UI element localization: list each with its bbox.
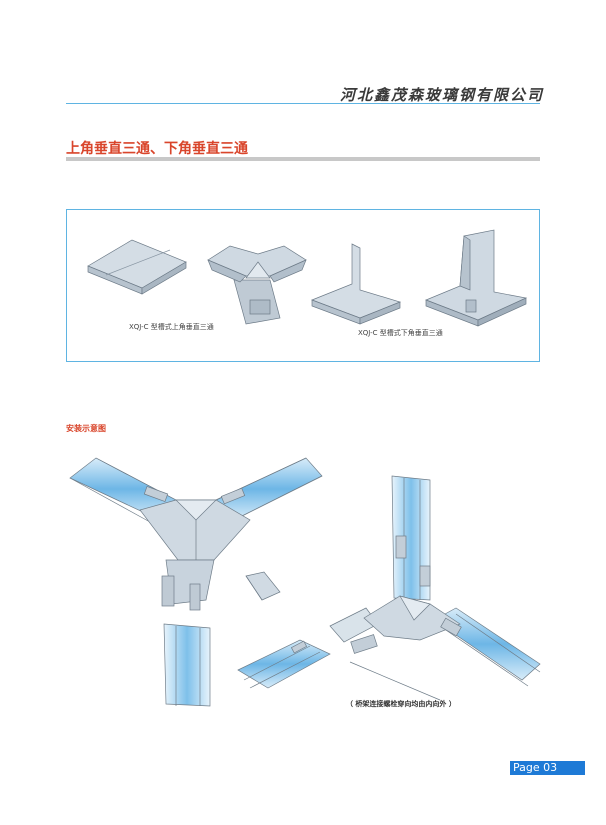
lower-tee-flat-illustration (311, 243, 402, 325)
header-divider (66, 103, 540, 104)
straight-tray-diagram (237, 639, 331, 689)
page-number-badge: Page 03 (510, 761, 585, 775)
installation-title: 安装示意图 (66, 424, 106, 433)
caption-upper-tee: XQJ-C 型槽式上角垂直三通 (129, 323, 214, 331)
left-assembly-diagram (69, 457, 323, 707)
section-title: 上角垂直三通、下角垂直三通 (66, 141, 248, 157)
company-name: 河北鑫茂森玻璃钢有限公司 (339, 86, 544, 104)
right-assembly-diagram (329, 475, 541, 701)
flat-tee-illustration (87, 239, 187, 295)
upper-vertical-tee-illustration (207, 245, 307, 325)
title-underline (66, 157, 540, 161)
installation-note: （ 桥架连接螺栓穿向均由内向外 ） (346, 699, 456, 708)
lower-vertical-tee-illustration (425, 229, 528, 327)
product-illustration-box (66, 209, 540, 362)
caption-lower-tee: XQJ-C 型槽式下角垂直三通 (358, 329, 443, 337)
